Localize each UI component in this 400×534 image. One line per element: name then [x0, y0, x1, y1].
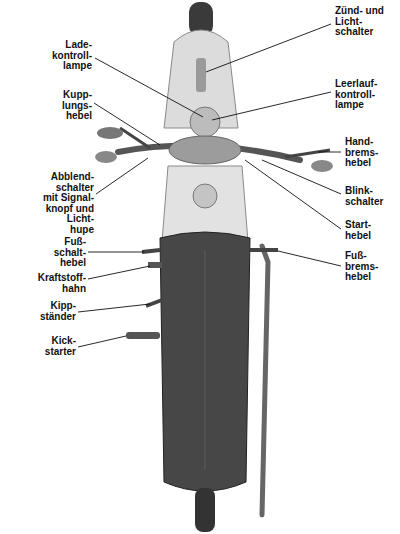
part-label: Kick- starter	[45, 336, 76, 357]
brake-lever	[285, 150, 330, 157]
part-label: Fuß- brems- hebel	[345, 251, 378, 283]
part-label: Start- hebel	[345, 220, 371, 241]
front-tyre	[195, 488, 215, 532]
handlebar-cover	[169, 136, 241, 164]
part-label: Kupp- lungs- hebel	[62, 90, 92, 122]
part-label: Lade- kontroll- lampe	[52, 40, 92, 72]
indicator	[95, 151, 117, 163]
part-label: Fuß- schalt- hebel	[54, 237, 86, 269]
kickstarter	[126, 332, 160, 339]
exhaust	[262, 246, 268, 515]
seat	[160, 232, 250, 491]
mirror	[97, 127, 123, 139]
part-label: Leerlauf- kontroll- lampe	[335, 79, 377, 111]
part-label: Kipp- ständer	[40, 301, 76, 322]
part-label: Zünd- und Licht- schalter	[335, 6, 384, 38]
tank-cap	[193, 184, 217, 208]
ignition-switch	[196, 58, 206, 92]
part-label: Hand- brems- hebel	[345, 137, 378, 169]
seat-seam	[205, 250, 206, 470]
leader-lines	[78, 24, 341, 347]
speedometer	[190, 107, 220, 137]
stand	[146, 300, 162, 306]
clutch-lever	[120, 128, 150, 148]
fuel-tap	[148, 262, 162, 268]
part-label: Kraftstoff- hahn	[38, 273, 86, 294]
tank	[162, 166, 248, 242]
indicator	[311, 160, 333, 172]
part-label: Blink- schalter	[345, 186, 383, 207]
part-label: Abblend- schalter mit Signal- knopf und …	[43, 172, 94, 235]
gear-lever	[142, 250, 160, 252]
brake-pedal	[250, 248, 278, 252]
